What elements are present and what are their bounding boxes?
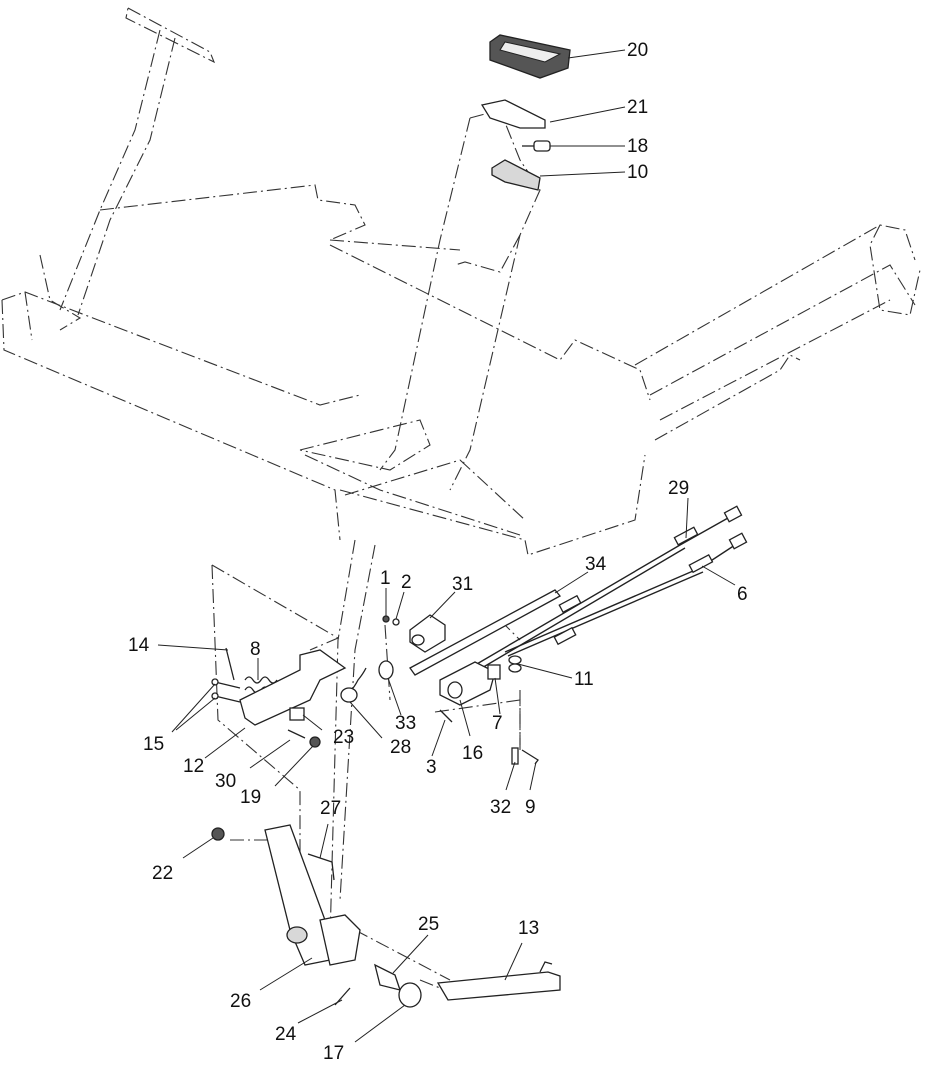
screw-3 [439,709,453,723]
block-31 [409,614,446,653]
clip-9 [521,749,539,765]
callout-9: 9 [525,797,536,818]
callout-22: 22 [152,863,173,884]
pedal-10 [491,159,541,191]
bolts-15 [211,678,241,703]
callout-25: 25 [418,914,439,935]
rod-34 [409,589,562,676]
callout-32: 32 [490,797,511,818]
callout-3: 3 [426,757,437,778]
nut-1 [382,615,390,623]
callout-34: 34 [585,554,607,575]
clevis-16 [439,661,501,706]
callout-15: 15 [143,734,164,755]
leader-lines [157,49,736,1043]
spring-28 [340,667,367,703]
washers-11 [508,655,522,673]
callout-21: 21 [627,97,648,118]
callout-6: 6 [737,584,748,605]
callout-11: 11 [574,669,594,690]
callout-31: 31 [452,574,473,595]
callout-7: 7 [492,713,503,734]
washer-2 [392,618,400,626]
callout-1: 1 [380,568,391,589]
callout-8: 8 [250,639,261,660]
callouts: 20 21 18 10 29 6 34 1 2 31 14 8 11 15 33… [128,40,748,1064]
callout-23: 23 [333,727,354,748]
pedal-pad-20 [489,34,571,79]
callout-28: 28 [390,737,411,758]
washer-17 [398,982,422,1008]
callout-26: 26 [230,991,251,1012]
bolt-30 [287,729,306,739]
washer-33 [378,660,394,680]
lever-26 [264,824,361,966]
callout-30: 30 [215,771,236,792]
callout-10: 10 [627,162,648,183]
rod-13 [436,961,561,1001]
callout-14: 14 [128,635,150,656]
callout-12: 12 [183,756,204,777]
callout-13: 13 [518,918,539,939]
callout-19: 19 [240,787,261,808]
callout-29: 29 [668,478,689,499]
callout-16: 16 [462,743,483,764]
callout-33: 33 [395,713,416,734]
callout-2: 2 [401,572,412,593]
pedal-cover-21 [480,99,546,129]
nut-19 [309,736,321,748]
pin-32 [511,747,519,765]
pin-14 [225,647,235,681]
bolt-18 [522,140,551,152]
callout-20: 20 [627,40,648,61]
callout-18: 18 [627,136,648,157]
cable-6 [504,532,748,657]
bracket-12 [239,649,347,726]
callout-17: 17 [323,1043,344,1064]
callout-27: 27 [320,798,341,819]
nut-22 [211,827,225,841]
callout-24: 24 [275,1024,297,1045]
clevis-pin-27 [307,853,335,881]
frame-outline [1,7,921,991]
cable-29 [469,505,743,673]
